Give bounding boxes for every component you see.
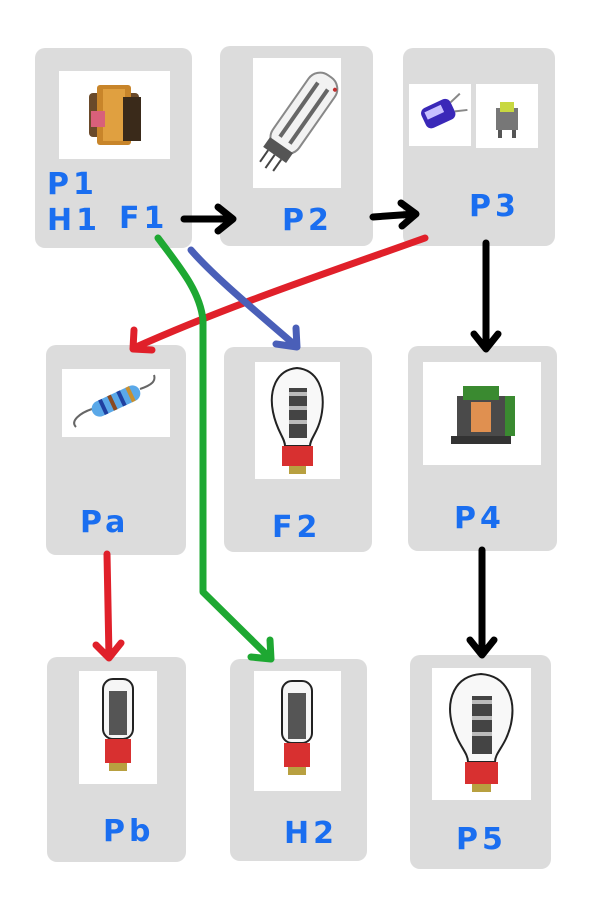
arrow-pa-pb: [92, 550, 125, 662]
arrow-f1-f2: [187, 246, 301, 351]
output-transformer-icon: [423, 362, 541, 465]
node-p2: P2: [220, 46, 373, 246]
power-tube-icon: [432, 668, 531, 800]
node-h2: H2: [230, 659, 367, 861]
choke-icon: [476, 84, 538, 148]
resistor-icon: [62, 369, 170, 437]
power-tube-icon: [255, 362, 340, 479]
label-pa: Pa: [80, 505, 130, 540]
node-f2: F2: [224, 347, 372, 552]
label-p2: P2: [282, 203, 333, 238]
capacitor-icon: [409, 84, 471, 146]
label-p1: P1: [47, 167, 98, 202]
small-tube-icon: [254, 671, 341, 791]
node-p5: P5: [410, 655, 551, 869]
arrow-p3-pa: [129, 234, 429, 354]
label-p4: P4: [454, 501, 505, 536]
power-transformer-icon: [59, 71, 170, 159]
node-pb: Pb: [47, 657, 186, 862]
node-p3: P3: [403, 48, 555, 246]
arrow-p4-p5: [466, 546, 498, 659]
node-pa: Pa: [46, 345, 186, 555]
rectifier-tube-icon: [253, 58, 341, 188]
node-p4: P4: [408, 346, 557, 551]
label-p5: P5: [456, 822, 507, 857]
label-h2: H2: [284, 816, 338, 851]
arrow-p3-p4: [470, 239, 502, 353]
label-f2: F2: [272, 510, 322, 545]
node-p1: P1 H1 F1: [35, 48, 192, 248]
label-pb: Pb: [103, 814, 155, 849]
label-f1: F1: [119, 201, 169, 236]
label-h1: H1: [47, 203, 101, 238]
label-p3: P3: [469, 189, 520, 224]
small-tube-icon: [79, 671, 157, 784]
